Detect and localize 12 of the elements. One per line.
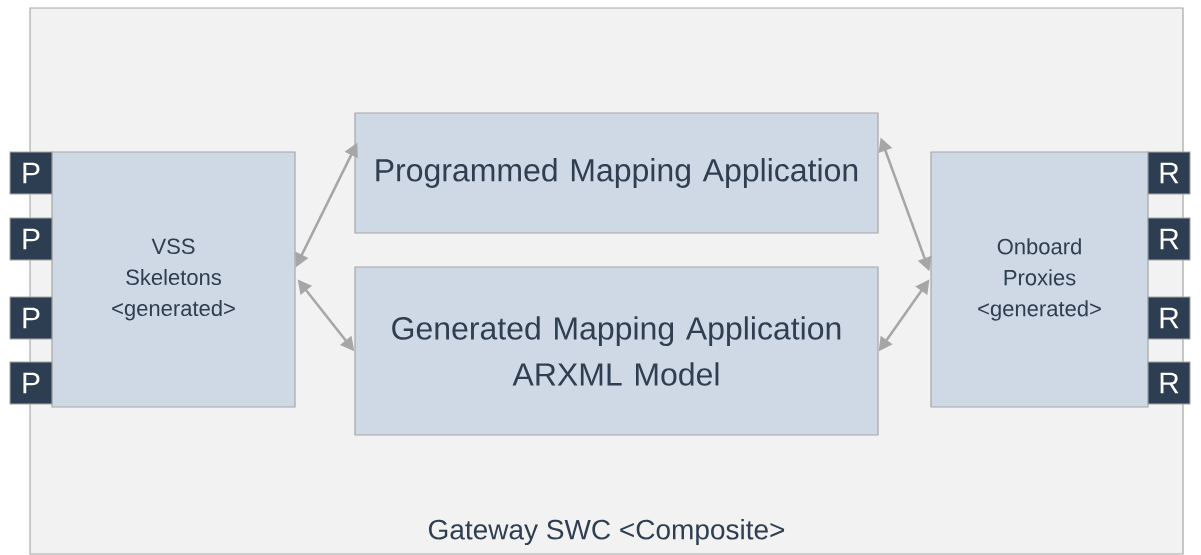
- port-box: P: [9, 296, 53, 340]
- port-box: P: [9, 151, 53, 195]
- component-box: Generated Mapping Application ARXML Model: [354, 266, 879, 436]
- component-box: VSS Skeletons <generated>: [51, 151, 296, 408]
- port-box: P: [9, 217, 53, 261]
- port-box: P: [9, 361, 53, 405]
- component-box: Programmed Mapping Application: [354, 112, 879, 234]
- port-box: R: [1147, 217, 1191, 261]
- component-box: Onboard Proxies <generated>: [930, 151, 1149, 408]
- port-box: R: [1147, 151, 1191, 195]
- port-box: R: [1147, 361, 1191, 405]
- port-box: R: [1147, 296, 1191, 340]
